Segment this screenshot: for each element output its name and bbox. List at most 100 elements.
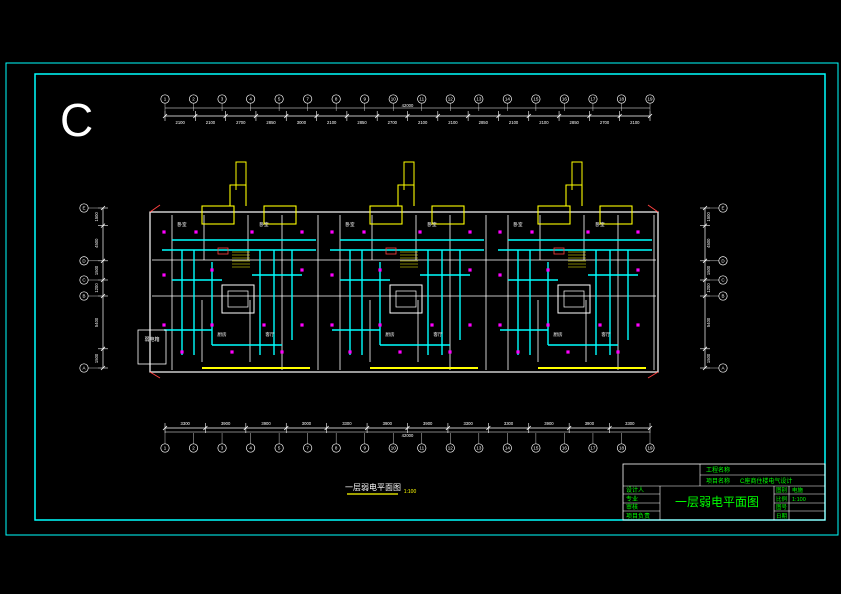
dim-slash bbox=[100, 258, 106, 264]
dim-slash bbox=[162, 425, 168, 431]
dim-value: 3300 bbox=[625, 421, 635, 426]
axis-label: 13 bbox=[476, 446, 482, 451]
outlet-marker bbox=[498, 323, 502, 327]
axis-label: 5 bbox=[278, 446, 281, 451]
axis-label: 1 bbox=[164, 97, 167, 102]
outlet-marker bbox=[330, 273, 334, 277]
axis-label: A bbox=[721, 366, 724, 371]
kitchen-label: 厨房 bbox=[217, 331, 227, 338]
inner-frame bbox=[34, 73, 826, 521]
dim-slash bbox=[243, 425, 249, 431]
dim-slash bbox=[405, 113, 410, 119]
dim-slash bbox=[702, 346, 708, 352]
axis-label: E bbox=[721, 206, 724, 211]
dim-value: 3000 bbox=[297, 120, 307, 125]
bedroom-label: 卧室 bbox=[259, 221, 269, 228]
apartment-unit: 卧室卧室厨房客厅 bbox=[488, 161, 656, 370]
axis-label: 7 bbox=[306, 446, 309, 451]
dim-value: 3300 bbox=[463, 421, 473, 426]
lift-core bbox=[557, 284, 591, 314]
dim-value: 1200 bbox=[706, 283, 711, 293]
dim-value: 3300 bbox=[504, 421, 514, 426]
dim-slash bbox=[324, 425, 329, 431]
bedroom-label: 卧室 bbox=[345, 221, 355, 228]
axis-label: 17 bbox=[590, 97, 596, 102]
project-label: 工程名称 bbox=[706, 466, 730, 474]
dim-value: 2100 bbox=[509, 120, 519, 125]
outlet-marker bbox=[430, 323, 434, 327]
dim-slash bbox=[193, 113, 198, 119]
dim-value: 2100 bbox=[539, 120, 549, 125]
outlet-marker bbox=[300, 268, 304, 272]
axis-label: 8 bbox=[335, 446, 338, 451]
outlet-marker bbox=[162, 273, 166, 277]
dim-slash bbox=[100, 293, 106, 299]
dim-total: 42000 bbox=[402, 433, 414, 438]
distribution-box bbox=[385, 247, 397, 255]
outlet-marker bbox=[546, 268, 550, 272]
axis-label: 14 bbox=[505, 446, 511, 451]
bedroom-label: 卧室 bbox=[595, 221, 605, 228]
role-project-lead: 项目负责 bbox=[626, 512, 650, 520]
axis-label: A bbox=[82, 366, 85, 371]
axis-label: 4 bbox=[249, 97, 252, 102]
outlet-marker bbox=[598, 323, 602, 327]
outlet-marker bbox=[636, 268, 640, 272]
dim-slash bbox=[617, 113, 622, 119]
meta-value-scale: 1:100 bbox=[792, 497, 806, 503]
axis-label: 17 bbox=[590, 446, 596, 451]
apartment-unit: 卧室卧室厨房客厅 bbox=[152, 161, 320, 370]
apartment-unit: 卧室卧室厨房客厅 bbox=[320, 161, 488, 370]
dim-value: 1500 bbox=[706, 353, 711, 363]
axis-label: 7 bbox=[306, 97, 309, 102]
entrance-canopy bbox=[565, 184, 583, 206]
dim-slash bbox=[647, 113, 653, 119]
axis-label: 10 bbox=[391, 446, 397, 451]
outlet-marker bbox=[378, 323, 382, 327]
outlet-marker bbox=[498, 273, 502, 277]
outlet-marker bbox=[162, 323, 166, 327]
role-designer: 设计人 bbox=[626, 486, 644, 494]
role-discipline: 专业 bbox=[626, 495, 638, 503]
dim-value: 2850 bbox=[479, 120, 489, 125]
living-room-label: 客厅 bbox=[433, 331, 443, 338]
living-room-label: 客厅 bbox=[601, 331, 611, 338]
dim-slash bbox=[162, 113, 168, 119]
dim-value: 1500 bbox=[706, 265, 711, 275]
outlet-marker bbox=[250, 230, 254, 234]
dim-value: 1500 bbox=[94, 211, 99, 221]
dim-slash bbox=[702, 293, 708, 299]
balcony-outline bbox=[369, 205, 403, 225]
dim-value: 2100 bbox=[418, 120, 428, 125]
dim-value: 4500 bbox=[706, 238, 711, 248]
dim-slash bbox=[100, 346, 106, 352]
axis-label: 15 bbox=[533, 446, 539, 451]
axis-label: 19 bbox=[647, 97, 653, 102]
dim-slash bbox=[526, 425, 532, 431]
dim-slash bbox=[283, 425, 289, 431]
meta-label-date: 日期 bbox=[776, 513, 788, 520]
outlet-marker bbox=[636, 323, 640, 327]
meta-value-type: 电施 bbox=[792, 486, 804, 494]
axis-label: 2 bbox=[192, 446, 195, 451]
entrance-canopy bbox=[397, 184, 415, 206]
axis-label: 1 bbox=[164, 446, 167, 451]
bedroom-label: 卧室 bbox=[513, 221, 523, 228]
outlet-marker bbox=[636, 230, 640, 234]
dim-slash bbox=[100, 365, 106, 371]
dim-slash bbox=[465, 113, 471, 119]
axis-label: E bbox=[82, 206, 85, 211]
dim-slash bbox=[702, 205, 708, 211]
dim-slash bbox=[100, 277, 106, 283]
dim-slash bbox=[445, 425, 451, 431]
balcony-outline bbox=[599, 205, 633, 225]
bedroom-label: 卧室 bbox=[177, 221, 187, 228]
plan-scale: 1:100 bbox=[404, 489, 417, 495]
outer-frame bbox=[5, 62, 839, 536]
corner-marker bbox=[647, 204, 659, 213]
outlet-marker bbox=[448, 350, 452, 354]
axis-label: 10 bbox=[391, 97, 397, 102]
axis-label: 19 bbox=[647, 446, 653, 451]
distribution-box bbox=[553, 247, 565, 255]
